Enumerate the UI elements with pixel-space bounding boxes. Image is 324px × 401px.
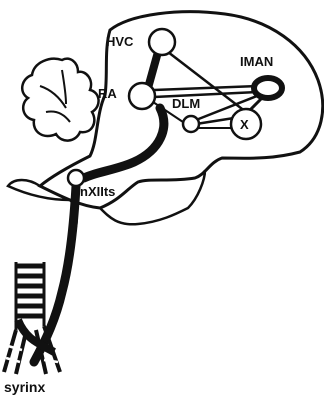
label-lman: IMAN <box>240 54 273 69</box>
label-hvc: HVC <box>106 34 134 49</box>
label-syrinx: syrinx <box>4 379 45 395</box>
label-dlm: DLM <box>172 96 200 111</box>
dlm-nucleus <box>183 116 199 132</box>
lman-nucleus <box>254 78 282 98</box>
label-nxiits: nXIIts <box>80 184 115 199</box>
ra-nucleus <box>129 83 155 109</box>
label-ra: RA <box>98 86 117 101</box>
cerebellum-folds <box>40 70 70 122</box>
lman-ra-tract-a <box>154 86 258 90</box>
hvc-nucleus <box>149 29 175 55</box>
lman-ra-tract-b <box>154 92 258 97</box>
label-x: X <box>240 117 249 132</box>
ra-nxiits-tract <box>84 108 164 178</box>
hvc-ra-tract <box>148 52 158 88</box>
